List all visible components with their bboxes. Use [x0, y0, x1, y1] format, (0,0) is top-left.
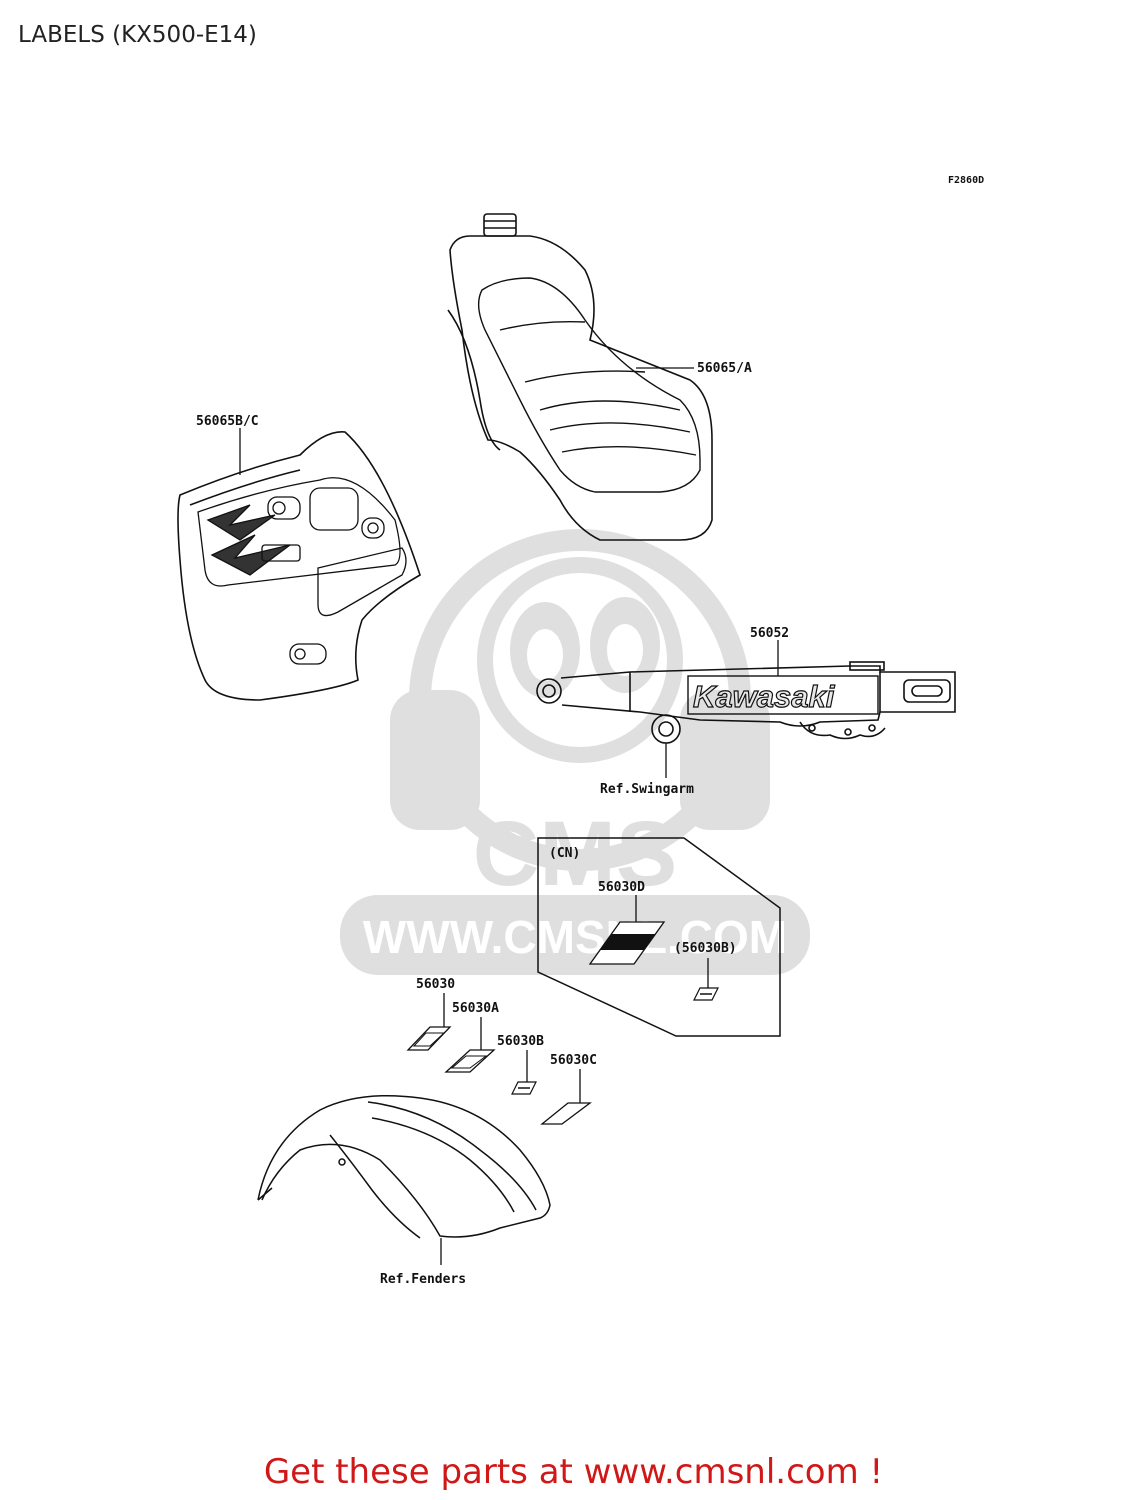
- tank-decal: [477, 277, 701, 493]
- callout-cn-group: (CN): [549, 846, 580, 861]
- callout-56030a: 56030A: [452, 1001, 499, 1016]
- label-56030: 56030: [406, 977, 455, 1051]
- watermark-url: WWW.CMSNL.COM: [363, 911, 787, 963]
- callout-tank-decal: 56065/A: [697, 361, 752, 376]
- radiator-shroud: [177, 431, 421, 701]
- callout-cn-label-d: 56030D: [598, 880, 645, 895]
- cn-label-d-sticker: [588, 921, 666, 965]
- cn-group: (CN) 56030D (56030B): [537, 837, 781, 1037]
- label-56030b: 56030B: [497, 1034, 544, 1095]
- callout-swingarm-ref: Ref.Swingarm: [600, 782, 694, 797]
- label-56030c: 56030C: [540, 1053, 597, 1125]
- cms-watermark: CMS WWW.CMSNL.COM: [340, 529, 810, 975]
- watermark-brand: CMS: [473, 803, 677, 905]
- callout-fender-ref: Ref.Fenders: [380, 1272, 466, 1287]
- callout-56030: 56030: [416, 977, 455, 992]
- footer-store-link[interactable]: Get these parts at www.cmsnl.com !: [263, 1452, 884, 1492]
- exploded-parts-diagram: CMS WWW.CMSNL.COM F2860D 56065/A: [177, 175, 984, 1287]
- callout-56030b: 56030B: [497, 1034, 544, 1049]
- callout-cn-label-b: (56030B): [674, 941, 737, 956]
- swingarm: [536, 661, 956, 744]
- callout-swingarm-decal: 56052: [750, 626, 789, 641]
- kawasaki-logo-text: Kawasaki: [693, 679, 836, 714]
- shroud-decal: [197, 477, 407, 665]
- page-title: LABELS (KX500-E14): [18, 22, 257, 48]
- figure-code: F2860D: [948, 175, 984, 186]
- callout-56030c: 56030C: [550, 1053, 597, 1068]
- rear-fender: [257, 1094, 551, 1239]
- fuel-tank: [447, 213, 713, 541]
- callout-shroud-decal: 56065B/C: [196, 414, 259, 429]
- cn-label-b-sticker: [693, 987, 719, 1001]
- label-56030a: 56030A: [444, 1001, 499, 1073]
- swingarm-decal: Kawasaki: [687, 675, 879, 715]
